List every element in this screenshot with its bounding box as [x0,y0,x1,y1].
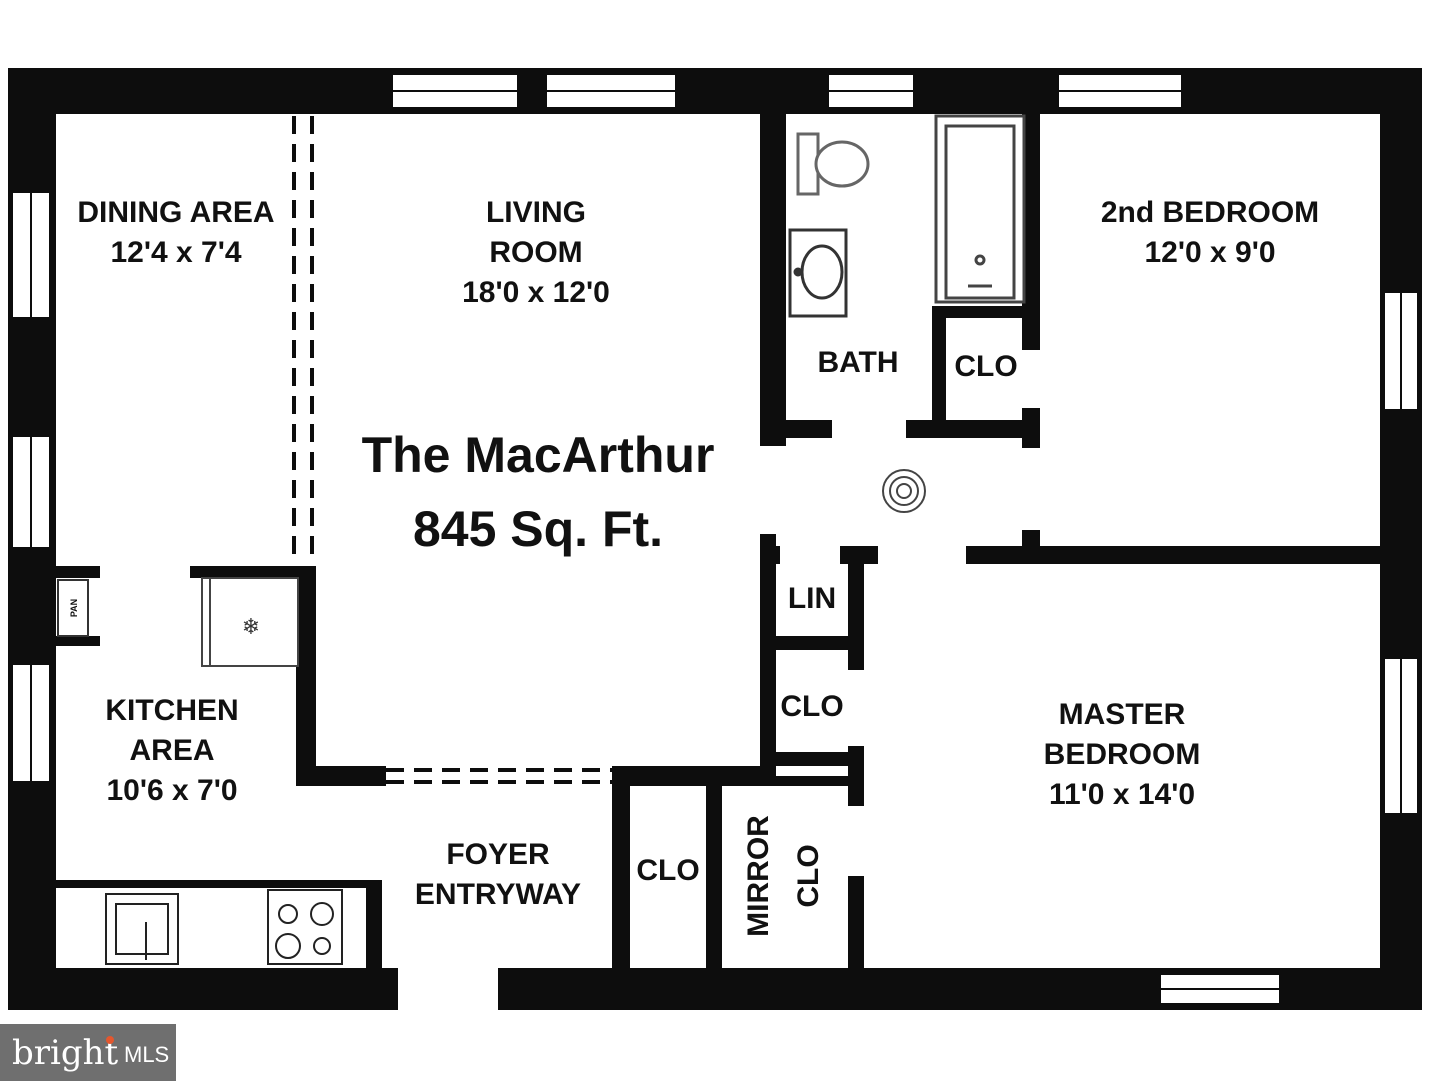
foyer-name-1: FOYER [446,838,550,871]
watermark-dot-icon [106,1036,114,1044]
mirror-clo-name-2: CLO [792,844,825,907]
interior-walls [50,110,1386,972]
linen-name: LIN [788,582,836,615]
master-size: 11'0 x 14'0 [1049,778,1195,811]
dashed-openings [292,116,612,784]
living-size: 18'0 x 12'0 [462,276,610,309]
kitchen-size: 10'6 x 7'0 [106,774,237,807]
smoke-detector-icon [882,469,926,513]
pan-label: PAN [69,599,79,617]
master-name-1: MASTER [1059,698,1186,731]
watermark: bright MLS [0,1024,176,1081]
stove-icon [267,889,343,965]
clo-hall-name: CLO [780,690,843,723]
clo-foyer-name: CLO [636,854,699,887]
kitchen-name-1: KITCHEN [105,694,238,727]
living-name-2: ROOM [489,236,582,269]
plan-title: The MacArthur [362,427,715,483]
refrigerator-icon [201,577,299,667]
dining-size: 12'4 x 7'4 [110,236,241,269]
bathtub-icon [934,114,1026,304]
dining-name: DINING AREA [77,196,274,229]
plan-area: 845 Sq. Ft. [413,501,663,557]
kitchen-sink-icon [105,893,179,965]
master-name-2: BEDROOM [1044,738,1201,771]
clo-bath-name: CLO [954,350,1017,383]
bath-name: BATH [817,346,898,379]
pan-box [57,579,89,637]
watermark-suffix: MLS [124,1042,169,1067]
living-name-1: LIVING [486,196,586,229]
bedroom2-size: 12'0 x 9'0 [1144,236,1275,269]
kitchen-name-2: AREA [129,734,214,767]
foyer-name-2: ENTRYWAY [415,878,581,911]
watermark-brand: bright [12,1033,119,1073]
snowflake-icon: ❄ [242,615,260,640]
toilet-icon [796,132,870,196]
mirror-clo-name-1: MIRROR [742,815,775,937]
sink-icon [788,228,848,318]
windows [11,73,1419,1005]
bedroom2-name: 2nd BEDROOM [1101,196,1319,229]
